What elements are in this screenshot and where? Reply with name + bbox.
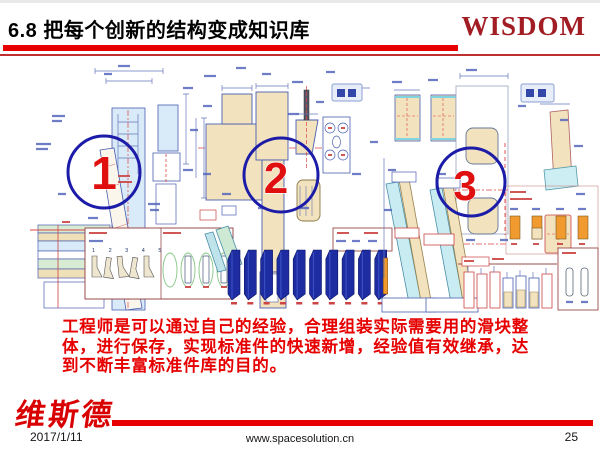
component-badge-2	[331, 83, 363, 102]
body-text: 工程师是可以通过自己的经验，合理组装实际需要用的滑块整体，进行保存，实现标准件的…	[62, 318, 530, 375]
annotation-circle-1: 1	[66, 134, 142, 210]
annotation-circle-2: 2	[242, 136, 320, 214]
component-badge-3	[520, 83, 555, 103]
slide-edge	[0, 0, 600, 3]
wisdom-logo: WISDOM	[461, 11, 586, 41]
cad-collage: 1 2 3 4 5	[30, 64, 599, 313]
annotation-circle-3: 3	[435, 146, 507, 218]
annotation-number-1: 1	[91, 147, 117, 199]
slider-parts	[227, 249, 388, 305]
wedge-assembly-1	[381, 171, 437, 313]
page-title: 6.8 把每个创新的结构变成知识库	[8, 20, 310, 42]
annotation-number-3: 3	[453, 162, 476, 209]
slide-date: 2017/1/11	[30, 430, 83, 444]
parts-table-numbers: 1 2 3 4 5	[92, 248, 167, 254]
slide-website: www.spacesolution.cn	[245, 433, 355, 445]
cad-drawing-3	[381, 68, 599, 313]
title-underline-thick	[3, 45, 458, 51]
annotation-number-2: 2	[264, 154, 288, 203]
orange-options-panel	[505, 185, 599, 255]
mini-spec-panel	[332, 227, 393, 252]
thumbnail-strip	[458, 256, 557, 309]
title-underline-thin	[0, 54, 600, 56]
cylinder-panel	[557, 247, 599, 311]
slide-page-number: 25	[564, 430, 578, 444]
company-logo: 维斯德	[13, 398, 117, 433]
footer-divider	[112, 420, 593, 426]
